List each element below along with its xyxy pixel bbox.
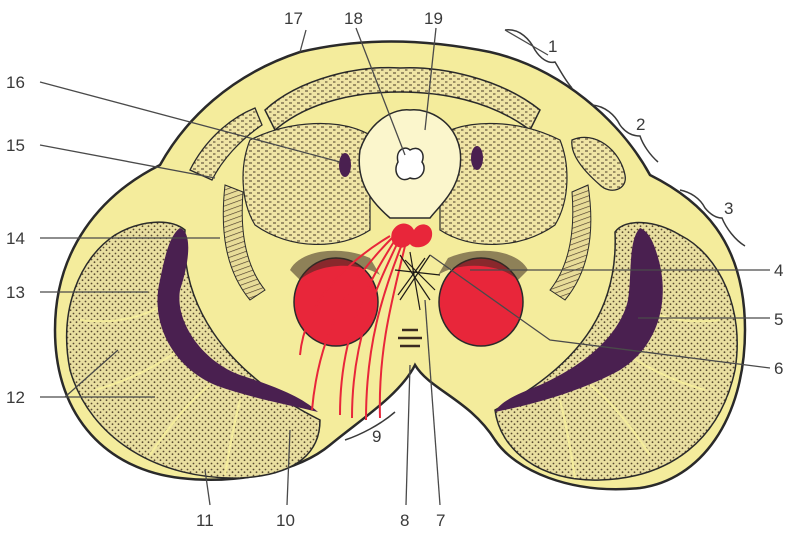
purple-spot-left bbox=[339, 153, 351, 177]
label-16: 16 bbox=[6, 73, 25, 92]
label-2: 2 bbox=[636, 115, 645, 134]
label-4: 4 bbox=[774, 261, 783, 280]
label-13: 13 bbox=[6, 283, 25, 302]
label-3: 3 bbox=[724, 199, 733, 218]
label-12: 12 bbox=[6, 388, 25, 407]
purple-spot-right bbox=[471, 146, 483, 170]
label-18: 18 bbox=[344, 9, 363, 28]
label-1: 1 bbox=[548, 37, 557, 56]
label-17: 17 bbox=[284, 9, 303, 28]
label-7: 7 bbox=[436, 511, 445, 530]
label-14: 14 bbox=[6, 229, 25, 248]
central-canal bbox=[396, 148, 424, 180]
label-10: 10 bbox=[276, 511, 295, 530]
label-8: 8 bbox=[400, 511, 409, 530]
label-5: 5 bbox=[774, 310, 783, 329]
dorsal-region-right bbox=[440, 124, 567, 245]
label-19: 19 bbox=[424, 9, 443, 28]
label-9: 9 bbox=[372, 427, 381, 446]
label-6: 6 bbox=[774, 359, 783, 378]
label-15: 15 bbox=[6, 136, 25, 155]
label-11: 11 bbox=[196, 511, 214, 530]
